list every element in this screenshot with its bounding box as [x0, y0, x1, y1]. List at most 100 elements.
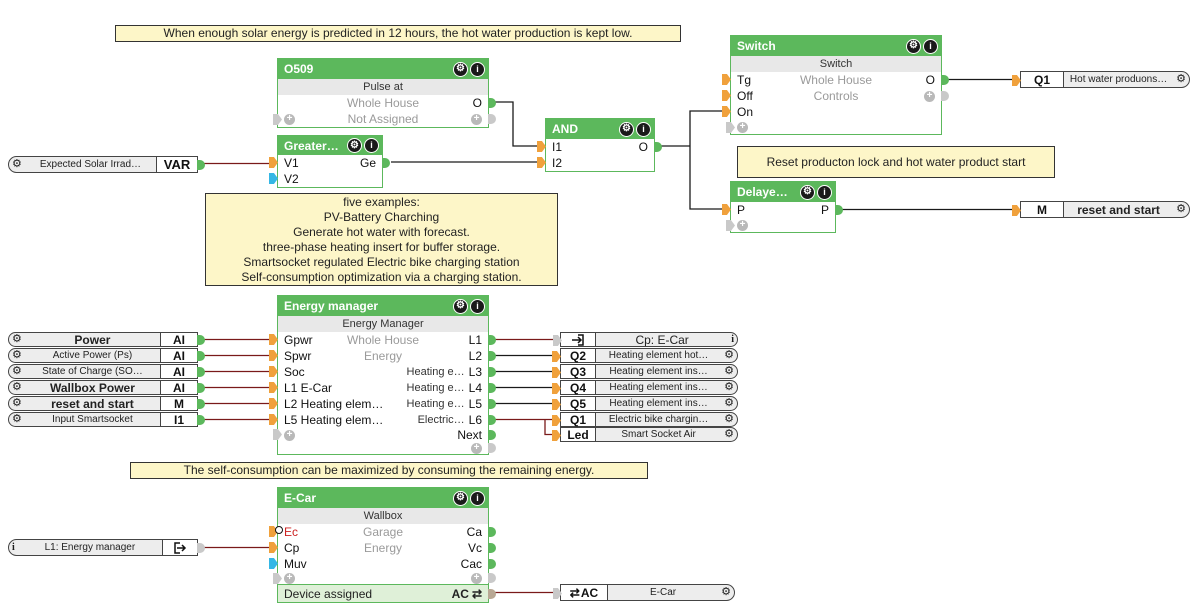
- input-port-gray[interactable]: [726, 220, 735, 231]
- output-port[interactable]: [488, 351, 496, 361]
- add-input-icon[interactable]: +: [284, 572, 295, 584]
- input-port[interactable]: [1012, 75, 1021, 86]
- gear-icon[interactable]: ⚙: [12, 365, 22, 377]
- gear-icon[interactable]: ⚙: [12, 349, 22, 361]
- info-icon[interactable]: i: [923, 38, 938, 54]
- device-port[interactable]: [488, 589, 496, 599]
- gear-icon[interactable]: ⚙: [724, 413, 734, 425]
- output-port[interactable]: [197, 351, 205, 361]
- output-port-gray[interactable]: [488, 573, 496, 583]
- block-ecar[interactable]: E-Car ⚙ i Wallbox Ec Garage Ca Cp Energy…: [269, 487, 496, 603]
- input-connector-expected-solar[interactable]: ⚙ Expected Solar Irrad… VAR: [8, 156, 205, 173]
- input-port[interactable]: [552, 351, 561, 362]
- input-port[interactable]: [722, 106, 731, 117]
- note-five-examples[interactable]: five examples: PV-Battery Charching Gene…: [205, 193, 558, 286]
- note-self-consumption[interactable]: The self-consumption can be maximized by…: [130, 462, 648, 479]
- gear-icon[interactable]: ⚙: [906, 38, 921, 54]
- add-input-icon[interactable]: +: [737, 219, 748, 231]
- input-port[interactable]: [269, 366, 278, 377]
- negation-dot[interactable]: [275, 526, 283, 534]
- block-o509[interactable]: O509 ⚙ i Pulse at Whole House O + Not As…: [273, 58, 496, 128]
- input-connector-power[interactable]: ⚙ Power AI: [8, 332, 205, 347]
- input-port[interactable]: [552, 415, 561, 426]
- info-icon[interactable]: i: [364, 138, 379, 153]
- gear-icon[interactable]: ⚙: [721, 586, 731, 598]
- input-port[interactable]: [269, 398, 278, 409]
- input-port[interactable]: [269, 350, 278, 361]
- input-port[interactable]: [552, 383, 561, 394]
- gear-icon[interactable]: ⚙: [453, 298, 468, 314]
- output-port[interactable]: [488, 430, 496, 440]
- output-port[interactable]: [488, 98, 496, 108]
- output-port[interactable]: [488, 399, 496, 409]
- input-port[interactable]: [722, 74, 731, 85]
- output-connector-ac-ecar[interactable]: ⇄AC E-Car ⚙: [553, 584, 735, 601]
- input-port[interactable]: [552, 399, 561, 410]
- input-port[interactable]: [269, 157, 278, 168]
- gear-icon[interactable]: ⚙: [724, 349, 734, 361]
- input-port[interactable]: [552, 430, 561, 441]
- output-connector-q4[interactable]: Q4 Heating element ins… ⚙: [552, 380, 738, 395]
- input-port-gray[interactable]: [273, 573, 282, 584]
- info-icon[interactable]: i: [12, 541, 15, 553]
- output-port[interactable]: [941, 75, 949, 85]
- input-port[interactable]: [537, 141, 546, 152]
- block-energy-manager[interactable]: Energy manager ⚙ i Energy Manager Gpwr W…: [269, 295, 496, 455]
- output-connector-q2[interactable]: Q2 Heating element hot… ⚙: [552, 348, 738, 363]
- input-port[interactable]: [722, 90, 731, 101]
- output-connector-q1-bike[interactable]: Q1 Electric bike chargin… ⚙: [552, 412, 738, 427]
- input-port-analog[interactable]: [269, 173, 278, 184]
- output-port[interactable]: [654, 142, 662, 152]
- gear-icon[interactable]: ⚙: [12, 381, 22, 393]
- input-port-gray[interactable]: [553, 588, 562, 599]
- add-output-icon[interactable]: +: [471, 113, 482, 125]
- output-port[interactable]: [382, 158, 390, 168]
- output-connector-cp-ecar[interactable]: Cp: E-Car i: [553, 332, 738, 347]
- add-output-icon[interactable]: +: [471, 572, 482, 584]
- info-icon[interactable]: i: [731, 333, 734, 345]
- note-reset-production[interactable]: Reset producton lock and hot water produ…: [737, 146, 1055, 178]
- input-connector-input-smartsocket[interactable]: ⚙ Input Smartsocket I1: [8, 412, 205, 427]
- info-icon[interactable]: i: [636, 121, 651, 137]
- input-port-gray[interactable]: [273, 429, 282, 440]
- output-port[interactable]: [197, 415, 205, 425]
- output-connector-q3[interactable]: Q3 Heating element ins… ⚙: [552, 364, 738, 379]
- input-port[interactable]: [269, 414, 278, 425]
- input-port[interactable]: [269, 382, 278, 393]
- gear-icon[interactable]: ⚙: [12, 158, 22, 170]
- output-port-gray[interactable]: [941, 91, 949, 101]
- output-port[interactable]: [488, 383, 496, 393]
- input-port[interactable]: [552, 367, 561, 378]
- output-port[interactable]: [488, 543, 496, 553]
- info-icon[interactable]: i: [470, 61, 485, 77]
- add-input-icon[interactable]: +: [284, 113, 295, 125]
- output-connector-q5[interactable]: Q5 Heating element ins… ⚙: [552, 396, 738, 411]
- gear-icon[interactable]: ⚙: [724, 381, 734, 393]
- input-connector-state-of-charge[interactable]: ⚙ State of Charge (SO… AI: [8, 364, 205, 379]
- output-port-gray[interactable]: [488, 443, 496, 453]
- input-connector-l1-energy-manager[interactable]: i L1: Energy manager: [8, 539, 205, 556]
- input-connector-wallbox-power[interactable]: ⚙ Wallbox Power AI: [8, 380, 205, 395]
- note-solar-forecast[interactable]: When enough solar energy is predicted in…: [115, 25, 681, 42]
- output-port[interactable]: [197, 383, 205, 393]
- output-port[interactable]: [197, 367, 205, 377]
- gear-icon[interactable]: ⚙: [453, 61, 468, 77]
- add-output-icon[interactable]: +: [924, 90, 935, 102]
- gear-icon[interactable]: ⚙: [800, 184, 815, 200]
- input-port-gray[interactable]: [726, 122, 735, 133]
- input-port[interactable]: [1012, 205, 1021, 216]
- info-icon[interactable]: i: [817, 184, 832, 200]
- add-output-icon[interactable]: +: [471, 442, 482, 454]
- info-icon[interactable]: i: [470, 490, 485, 506]
- block-switch[interactable]: Switch ⚙ i Switch Tg Whole House O Off C…: [722, 35, 949, 135]
- output-connector-reset-and-start[interactable]: M reset and start ⚙: [1012, 201, 1190, 218]
- output-port[interactable]: [488, 335, 496, 345]
- output-port[interactable]: [835, 205, 843, 215]
- block-greater[interactable]: Greater… ⚙ i V1 Ge V2: [269, 135, 390, 188]
- output-port[interactable]: [197, 160, 205, 170]
- input-port-gray[interactable]: [273, 114, 282, 125]
- add-input-icon[interactable]: +: [284, 429, 295, 441]
- input-port-analog[interactable]: [269, 558, 278, 569]
- output-port[interactable]: [488, 415, 496, 425]
- output-port[interactable]: [197, 399, 205, 409]
